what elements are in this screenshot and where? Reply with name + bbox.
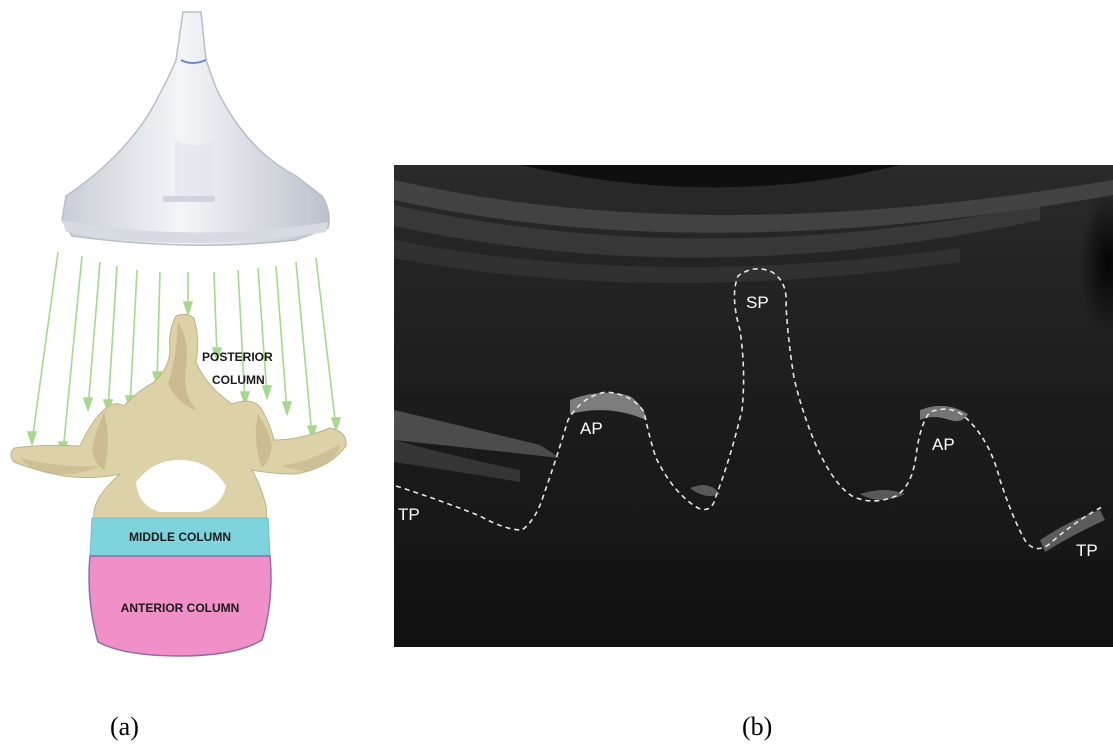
vertebra-illustration bbox=[11, 314, 346, 528]
panel-a-caption: (a) bbox=[110, 712, 139, 742]
panel-b-caption: (b) bbox=[742, 712, 772, 742]
tp-right-label: TP bbox=[1076, 541, 1098, 560]
posterior-column-label-line1: POSTERIOR bbox=[202, 350, 273, 364]
sp-label: SP bbox=[746, 293, 769, 312]
panel-b: TP AP SP AP TP bbox=[394, 165, 1113, 647]
middle-column-label: MIDDLE COLUMN bbox=[129, 530, 231, 544]
ap-right-label: AP bbox=[932, 435, 955, 454]
anterior-column-label: ANTERIOR COLUMN bbox=[121, 601, 240, 615]
ultrasound-image bbox=[394, 165, 1113, 647]
tp-left-label: TP bbox=[398, 505, 420, 524]
panel-a: POSTERIOR COLUMN MIDDLE COLUMN ANTERIOR … bbox=[11, 12, 346, 656]
ap-left-label: AP bbox=[580, 419, 603, 438]
posterior-column-label-line2: COLUMN bbox=[212, 373, 265, 387]
ultrasound-probe-icon bbox=[62, 12, 329, 245]
